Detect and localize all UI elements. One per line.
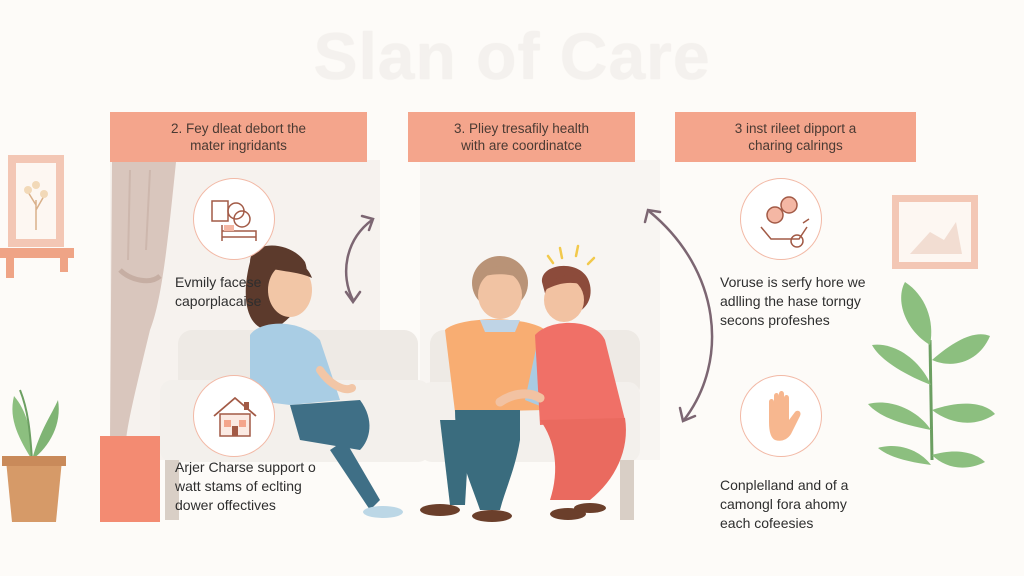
caption-right-top-line-3: secons profeshes: [720, 312, 830, 328]
banner-3-line-1: 3 inst rileet dipport a: [734, 121, 857, 136]
flow-arrow-right: [643, 208, 714, 423]
caregiver-figure: [495, 244, 626, 520]
caption-left-top: Evmily facese caporplacaise: [175, 273, 261, 311]
caption-left-bottom-line-2: watt stams of eclting: [175, 478, 302, 494]
banner-3-line-2: charing calrings: [748, 138, 843, 153]
flow-arrow-left: [344, 214, 375, 305]
caption-left-bottom-line-1: Arjer Charse support o: [175, 459, 316, 475]
caption-left-bottom: Arjer Charse support o watt stams of ecl…: [175, 458, 316, 515]
potted-plant-left: [2, 389, 66, 522]
side-table: [100, 436, 160, 522]
caption-right-bottom-line-2: camongl fora ahomy: [720, 496, 847, 512]
banner-1-line-2: mater ingridants: [190, 138, 287, 153]
family-member-figure: [245, 245, 403, 518]
caption-left-bottom-line-3: dower offectives: [175, 497, 276, 513]
caption-right-bottom-line-1: Conplelland and of a: [720, 477, 849, 493]
banner-2-line-1: 3. Pliey tresafily health: [453, 121, 590, 136]
caption-left-top-line-1: Evmily facese: [175, 274, 262, 290]
caption-right-top: Voruse is serfy hore we adlling the hase…: [720, 273, 866, 330]
curtain: [110, 162, 176, 440]
wall-picture-frame: [0, 155, 74, 278]
caption-right-bottom-line-3: each cofeesies: [720, 515, 814, 531]
wall-picture-frame-right: [892, 195, 978, 269]
step-banner-3: 3 inst rileet dipport a charing calrings: [675, 112, 916, 162]
caption-right-top-line-2: adlling the hase torngy: [720, 293, 861, 309]
elderly-person-figure: [420, 256, 555, 522]
coins-wheelchair-icon: [740, 178, 822, 260]
house-icon: [193, 375, 275, 457]
caption-left-top-line-2: caporplacaise: [175, 293, 262, 309]
banner-2-line-2: with are coordinatce: [461, 138, 582, 153]
caption-right-top-line-1: Voruse is serfy hore we: [720, 274, 866, 290]
home-care-bed-icon: [193, 178, 275, 260]
step-banner-1: 2. Fey dleat debort the mater ingridants: [110, 112, 367, 162]
page-title: Slan of Care: [313, 19, 711, 93]
step-banner-2: 3. Pliey tresafily health with are coord…: [408, 112, 635, 162]
potted-plant-right: [868, 282, 995, 468]
caption-right-bottom: Conplelland and of a camongl fora ahomy …: [720, 476, 848, 533]
banner-1-line-1: 2. Fey dleat debort the: [170, 121, 307, 136]
hand-icon: [740, 375, 822, 457]
